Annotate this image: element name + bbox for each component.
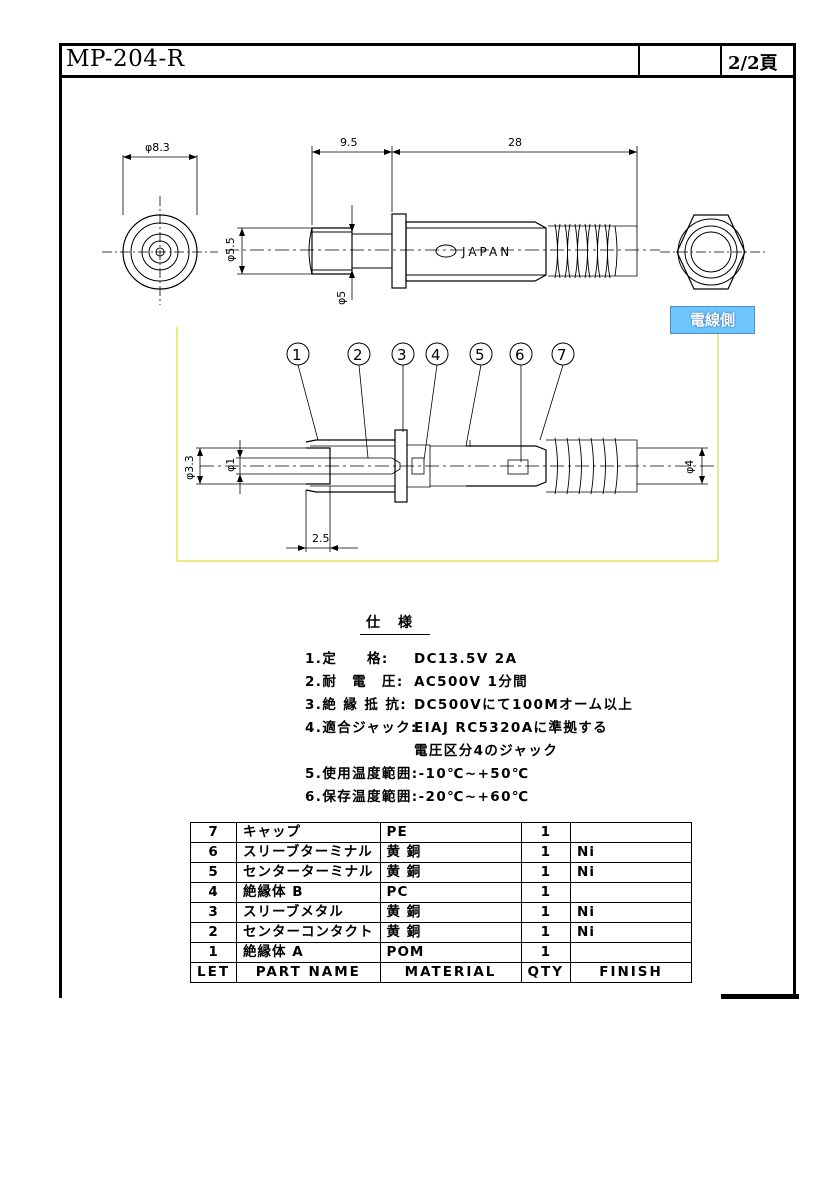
- dim-dia-1: φ1: [224, 458, 237, 472]
- drawing-title: MP-204-R: [66, 46, 185, 72]
- parts-table: 7 キャップ PE 1 6 スリーブターミナル 黄 銅 1 Ni 5 センタータ…: [189, 822, 693, 983]
- spec-item: 5.使用温度範囲:-10℃~+50℃: [305, 766, 530, 782]
- callout-1: 1: [292, 346, 302, 364]
- spec-item: 4.適合ジャック:EIAJ RC5320Aに準拠する: [305, 720, 609, 736]
- header-part-name: PART NAME: [236, 962, 381, 983]
- dim-dia-33: φ3.3: [183, 455, 196, 480]
- header-finish: FINISH: [570, 962, 693, 983]
- spec-item: 2.耐 電 圧:AC500V 1分間: [305, 674, 529, 690]
- table-row: 1 絶縁体 A POM 1: [189, 942, 693, 963]
- callout-4: 4: [431, 346, 441, 364]
- marking-japan: JAPAN: [461, 245, 512, 259]
- callout-6: 6: [515, 346, 525, 364]
- callout-5: 5: [475, 346, 485, 364]
- spec-item: 6.保存温度範囲:-20℃~+60℃: [305, 789, 530, 805]
- side-view: 9.5 28 φ5.5 φ5 JAPAN: [224, 136, 660, 305]
- callout-3: 3: [397, 346, 407, 364]
- dim-len-b: 28: [508, 136, 522, 149]
- section-view: φ3.3 φ1 φ4 2.5 1 2 3 4 5 6 7: [176, 327, 719, 562]
- dim-dia-4: φ4: [683, 460, 696, 474]
- drawing-frame: [59, 43, 796, 998]
- page-number: 2/2頁: [728, 53, 778, 74]
- spec-continuation: 電圧区分4のジャック: [414, 743, 559, 759]
- footer-bar: [721, 994, 799, 999]
- dim-dia-5: φ5: [335, 291, 348, 305]
- table-header-row: LET PART NAME MATERIAL QTY FINISH: [189, 962, 693, 983]
- header-let: LET: [189, 962, 238, 983]
- table-row: 7 キャップ PE 1: [189, 822, 693, 843]
- table-row: 5 センターターミナル 黄 銅 1 Ni: [189, 862, 693, 883]
- header-cell-divider: [720, 43, 722, 76]
- table-row: 4 絶縁体 B PC 1: [189, 882, 693, 903]
- technical-drawing: φ8.3 9.5 28 φ5.5 φ5: [102, 136, 765, 562]
- spec-title: 仕様: [360, 612, 430, 635]
- rear-view: [660, 214, 765, 290]
- callout-7: 7: [557, 346, 567, 364]
- spec-item: 3.絶 縁 抵 抗:DC500Vにて100Mオーム以上: [305, 697, 634, 713]
- table-row: 6 スリーブターミナル 黄 銅 1 Ni: [189, 842, 693, 863]
- header-qty: QTY: [520, 962, 572, 983]
- dim-len-a: 9.5: [340, 136, 358, 149]
- spec-list: 1.定 格:DC13.5V 2A 2.耐 電 圧:AC500V 1分間 3.絶 …: [305, 648, 633, 809]
- header-material: MATERIAL: [379, 962, 522, 983]
- header-divider: [59, 75, 796, 78]
- callout-2: 2: [353, 346, 363, 364]
- wire-side-label: 電線側: [670, 306, 755, 334]
- dim-len-25: 2.5: [312, 532, 330, 545]
- spec-item: 1.定 格:DC13.5V 2A: [305, 651, 518, 667]
- dim-dia-55: φ5.5: [224, 237, 237, 262]
- table-row: 2 センターコンタクト 黄 銅 1 Ni: [189, 922, 693, 943]
- dim-front-dia: φ8.3: [145, 141, 170, 154]
- header-cell-divider: [638, 43, 640, 76]
- front-view: φ8.3: [102, 141, 218, 305]
- table-row: 3 スリーブメタル 黄 銅 1 Ni: [189, 902, 693, 923]
